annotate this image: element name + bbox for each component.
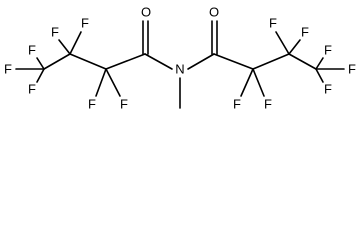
molecule-diagram: F F F F F F F O N O F F F F F F F (4, 5, 356, 112)
bond (36, 57, 45, 70)
fluorine-label: F (28, 82, 36, 97)
fluorine-label: F (348, 62, 356, 77)
fluorine-label: F (324, 82, 332, 97)
bonds (15, 20, 345, 109)
nitrogen-label: N (175, 62, 184, 77)
fluorine-label: F (4, 62, 12, 77)
fluorine-label: F (264, 97, 272, 112)
bond (43, 53, 71, 70)
bond (58, 39, 71, 55)
bond (275, 31, 290, 55)
fluorine-label: F (324, 43, 332, 58)
fluorine-label: F (81, 16, 89, 31)
bond (288, 39, 301, 55)
fluorine-label: F (51, 25, 59, 40)
bond (213, 53, 254, 70)
oxygen-label: O (141, 5, 151, 20)
bond (69, 53, 107, 70)
bond (252, 53, 290, 70)
fluorine-label: F (269, 16, 277, 31)
bond (95, 68, 107, 97)
bond (315, 68, 324, 83)
atom-labels: F F F F F F F O N O F F F F F F F (4, 5, 356, 112)
fluorine-label: F (28, 43, 36, 58)
bond (105, 53, 146, 70)
bond (288, 53, 317, 70)
bond (252, 68, 265, 97)
oxygen-label: O (209, 5, 219, 20)
fluorine-label: F (88, 97, 96, 112)
bond (69, 31, 82, 55)
bond (315, 57, 324, 70)
fluorine-label: F (233, 97, 241, 112)
bond (187, 53, 215, 70)
bond (36, 68, 45, 83)
bond (240, 68, 254, 97)
bond (105, 68, 121, 97)
fluorine-label: F (301, 25, 309, 40)
fluorine-label: F (120, 97, 128, 112)
bond (144, 53, 173, 70)
